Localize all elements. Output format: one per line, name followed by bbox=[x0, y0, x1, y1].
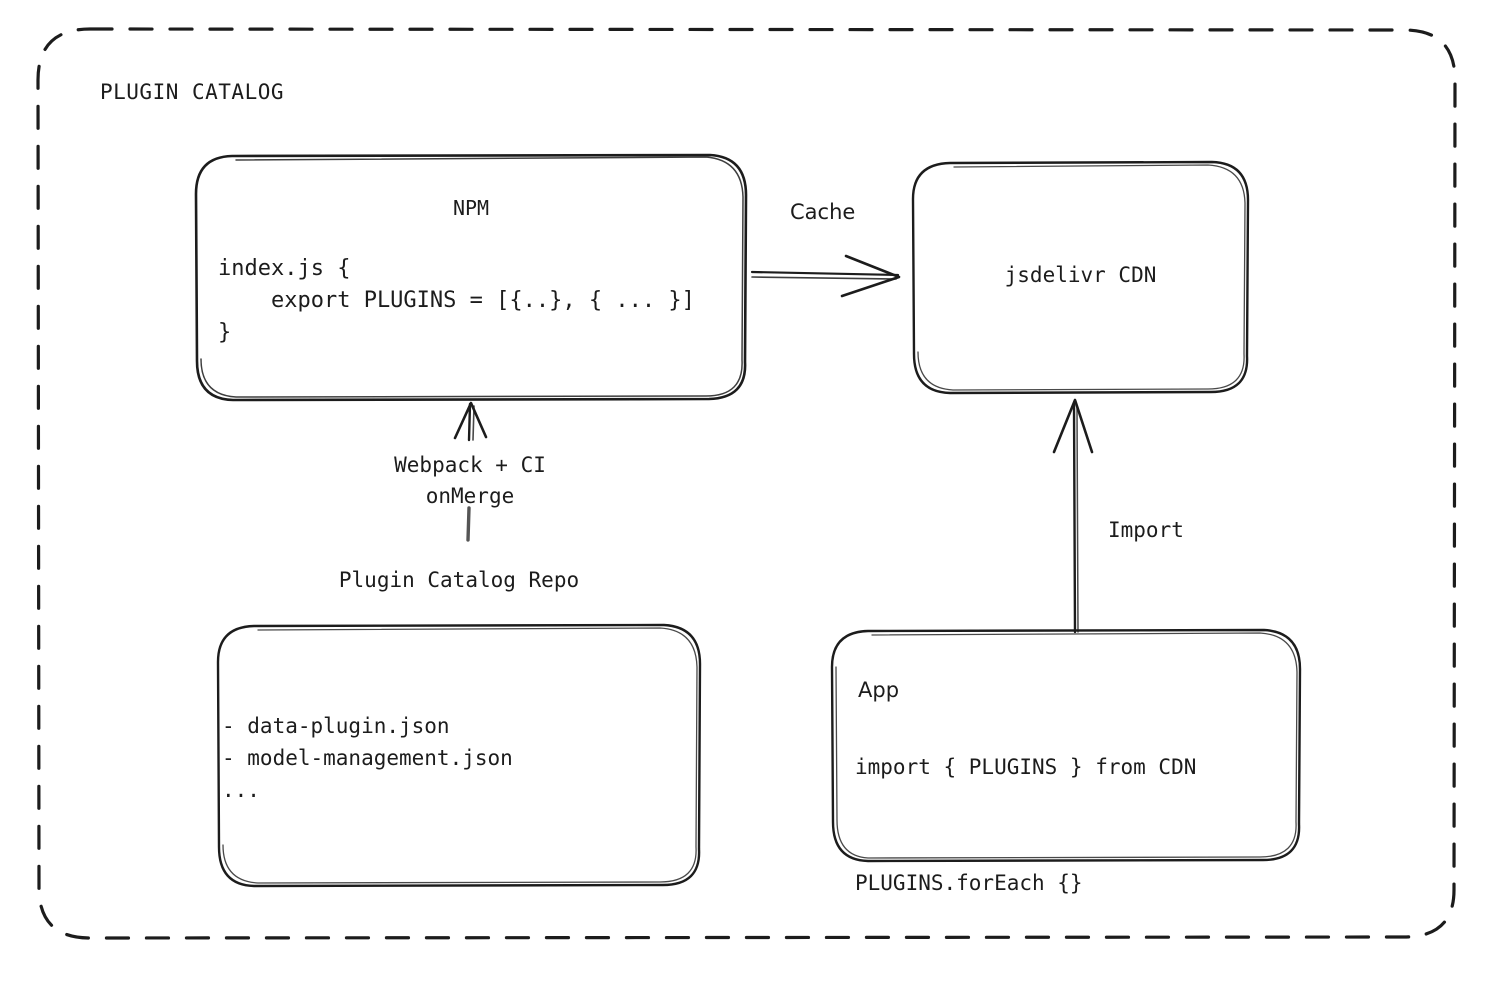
node-title-cdn: jsdelivr CDN bbox=[1004, 263, 1157, 287]
edge-label-import: Import bbox=[1108, 518, 1184, 542]
edge-label-webpack-ci-onmerge: Webpack + CI onMerge bbox=[394, 453, 546, 508]
node-code-app: import { PLUGINS } from CDN PLUGINS.forE… bbox=[855, 755, 1197, 895]
node-code-npm: index.js { export PLUGINS = [{..}, { ...… bbox=[218, 256, 695, 345]
edge-npm-to-cdn bbox=[750, 254, 901, 298]
edge-app-to-cdn bbox=[1052, 398, 1094, 634]
node-title-app: App bbox=[858, 678, 900, 702]
node-caption-repo: Plugin Catalog Repo bbox=[338, 568, 580, 592]
node-file-list-repo: - data-plugin.json - model-management.js… bbox=[222, 714, 513, 802]
node-title-npm: NPM bbox=[452, 196, 490, 220]
group-title: PLUGIN CATALOG bbox=[100, 80, 285, 104]
edge-label-cache: Cache bbox=[790, 200, 856, 224]
